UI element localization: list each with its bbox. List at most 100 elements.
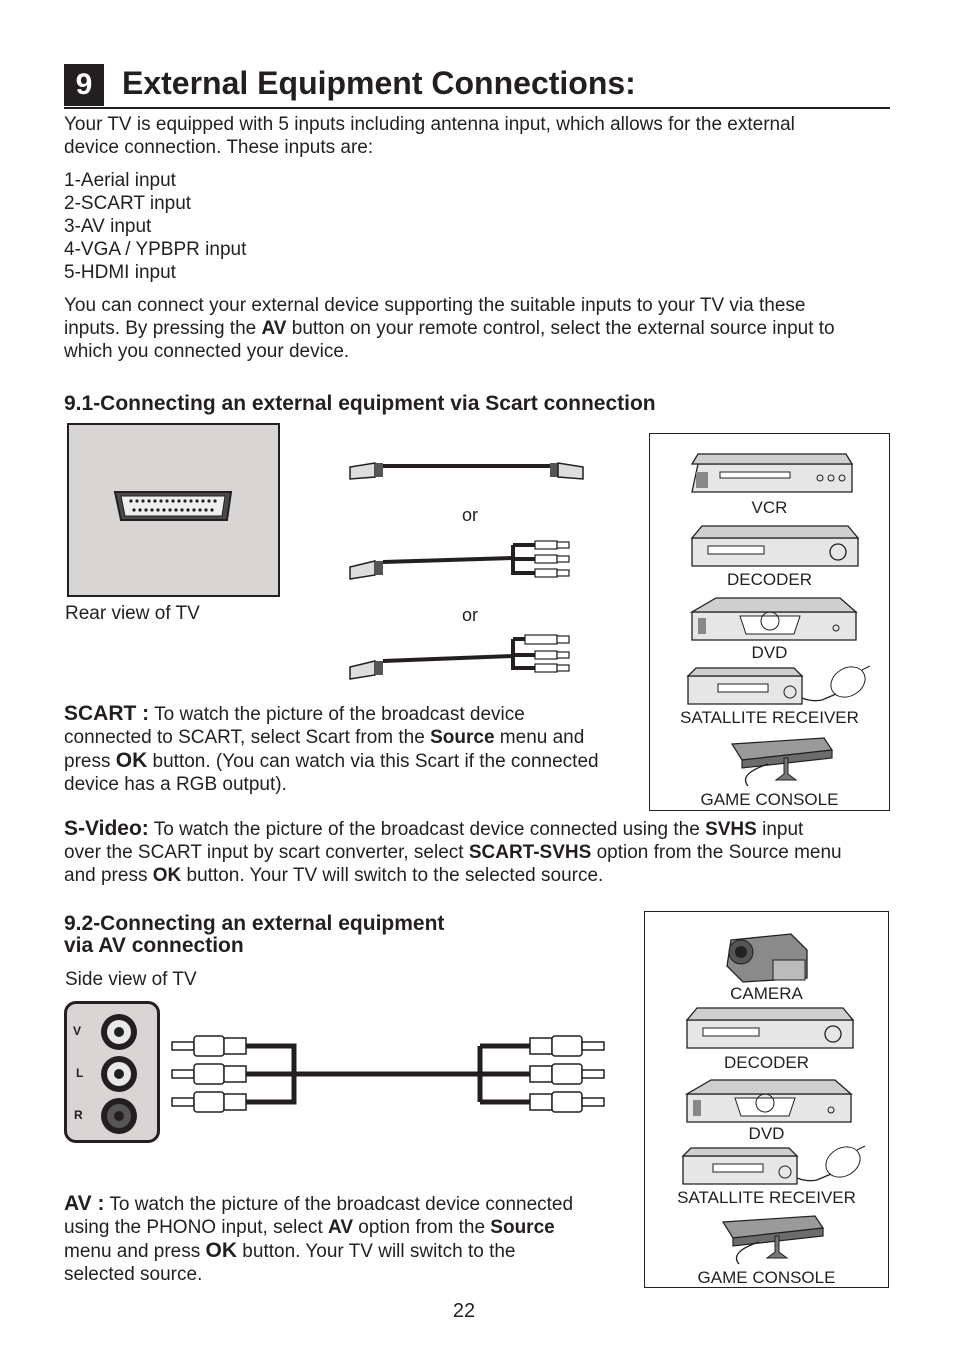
ok-term: OK	[115, 749, 148, 772]
jack-label: L	[76, 1066, 84, 1080]
decoder-icon	[690, 525, 860, 567]
text: button. Your TV will switch to the selec…	[181, 865, 604, 886]
game-console-icon	[730, 737, 834, 787]
av-term: AV :	[64, 1192, 105, 1215]
text: To watch the picture of the broadcast de…	[149, 704, 525, 725]
para-line: You can connect your external device sup…	[64, 295, 806, 316]
text: To watch the picture of the broadcast de…	[104, 1194, 574, 1215]
jack-label: V	[73, 1024, 82, 1038]
para-line: selected source.	[64, 1264, 203, 1285]
scart-socket-icon	[113, 491, 233, 521]
device-label: DECODER	[726, 570, 812, 589]
side-view-label: Side view of TV	[65, 969, 197, 990]
source-term: Source	[490, 1217, 555, 1238]
text: using the PHONO input, select	[64, 1217, 329, 1238]
dvd-icon	[689, 597, 858, 641]
intro-paragraph: Your TV is equipped with 5 inputs includ…	[64, 113, 795, 159]
device-label: DVD	[751, 643, 788, 662]
or-label: or	[462, 605, 479, 625]
device-label: SATALLITE RECEIVER	[680, 708, 859, 727]
para-line: menu and press OK button. Your TV will s…	[64, 1239, 634, 1263]
av-option-term: AV	[328, 1217, 353, 1238]
av-button-name: AV	[261, 318, 287, 339]
tv-side-panel: V L R	[64, 1001, 160, 1143]
input-item: 2-SCART input	[64, 193, 192, 214]
input-item: 5-HDMI input	[64, 262, 176, 283]
text: button. Your TV will switch to the	[237, 1241, 516, 1262]
text: option from the Source menu	[591, 842, 842, 863]
or-label: or	[462, 505, 479, 525]
jack-label: R	[74, 1108, 83, 1122]
decoder-icon	[685, 1007, 855, 1049]
para-line: inputs. By pressing the AV button on you…	[64, 317, 835, 340]
device-label: DVD	[748, 1124, 785, 1143]
scart-cables-diagram	[349, 462, 584, 680]
page-title: External Equipment Connections:	[122, 65, 636, 101]
text: menu and	[494, 727, 585, 748]
text: input	[756, 819, 804, 840]
para-line: which you connected your device.	[64, 341, 350, 362]
input-list: 1-Aerial input 2-SCART input 3-AV input …	[64, 169, 246, 284]
dvd-icon	[684, 1079, 853, 1123]
input-item: 1-Aerial input	[64, 170, 176, 191]
text: press	[64, 751, 116, 772]
para-line: device has a RGB output).	[64, 774, 287, 795]
scart-to-svhs-cable-icon	[349, 634, 570, 680]
device-label: DECODER	[723, 1053, 809, 1072]
heading-line: via AV connection	[64, 934, 244, 957]
para-line: using the PHONO input, select AV option …	[64, 1216, 634, 1239]
text: To watch the picture of the broadcast de…	[148, 819, 706, 840]
device-label: GAME CONSOLE	[697, 1268, 836, 1287]
para-line: press OK button. (You can watch via this…	[64, 749, 644, 773]
vcr-icon	[690, 453, 854, 493]
text: connected to SCART, select Scart from th…	[64, 727, 431, 748]
intro-line: Your TV is equipped with 5 inputs includ…	[64, 114, 795, 135]
scart-section-heading: 9.1-Connecting an external equipment via…	[64, 392, 656, 415]
ok-term: OK	[152, 865, 182, 886]
heading-line: 9.2-Connecting an external equipment	[64, 912, 445, 935]
av-rca-cable-icon	[171, 1035, 605, 1113]
input-item: 3-AV input	[64, 216, 152, 237]
scart-svhs-term: SCART-SVHS	[468, 842, 592, 863]
tv-rear-panel	[67, 423, 280, 597]
text: menu and press	[64, 1241, 206, 1262]
satellite-receiver-icon	[681, 1145, 866, 1185]
text: button. (You can watch via this Scart if…	[147, 751, 599, 772]
text: inputs. By pressing the	[64, 318, 262, 339]
av-paragraph: AV : To watch the picture of the broadca…	[64, 1192, 634, 1286]
scart-paragraph: SCART : To watch the picture of the broa…	[64, 702, 644, 796]
para-line: AV : To watch the picture of the broadca…	[64, 1192, 634, 1216]
svhs-term: SVHS	[705, 819, 757, 840]
text: button on your remote control, select th…	[286, 318, 835, 339]
scart-device-panel: VCR DECODER DVD SATALLITE RECEIVER GAME …	[649, 433, 890, 811]
source-term: Source	[430, 727, 495, 748]
text: and press	[64, 865, 153, 886]
section-number: 9	[64, 64, 104, 106]
para-line: and press OK button. Your TV will switch…	[64, 864, 894, 887]
device-label: SATALLITE RECEIVER	[677, 1188, 856, 1207]
intro-line: device connection. These inputs are:	[64, 137, 374, 158]
av-device-panel: CAMERA DECODER DVD SATALLITE RECEIVER GA…	[644, 911, 889, 1288]
para-line: S-Video: To watch the picture of the bro…	[64, 817, 894, 841]
title-rule	[64, 107, 890, 109]
camera-icon	[726, 933, 808, 983]
device-label: CAMERA	[730, 984, 803, 1003]
scart-term: SCART :	[64, 702, 150, 725]
scart-to-rca-cable-icon	[349, 540, 570, 580]
svideo-paragraph: S-Video: To watch the picture of the bro…	[64, 817, 894, 887]
para-line: connected to SCART, select Scart from th…	[64, 726, 644, 749]
satellite-receiver-icon	[686, 665, 871, 705]
para-line: over the SCART input by scart converter,…	[64, 841, 894, 864]
text: over the SCART input by scart converter,…	[64, 842, 469, 863]
intro-paragraph-2: You can connect your external device sup…	[64, 294, 835, 363]
scart-to-scart-cable-icon	[349, 462, 584, 480]
rear-view-label: Rear view of TV	[65, 603, 200, 624]
text: option from the	[353, 1217, 491, 1238]
para-line: SCART : To watch the picture of the broa…	[64, 702, 644, 726]
svideo-term: S-Video:	[64, 817, 149, 840]
device-label: VCR	[751, 498, 788, 517]
rca-jacks-icon	[101, 1014, 137, 1134]
device-label: GAME CONSOLE	[700, 790, 839, 809]
input-item: 4-VGA / YPBPR input	[64, 239, 247, 260]
page-number: 22	[452, 1300, 476, 1322]
